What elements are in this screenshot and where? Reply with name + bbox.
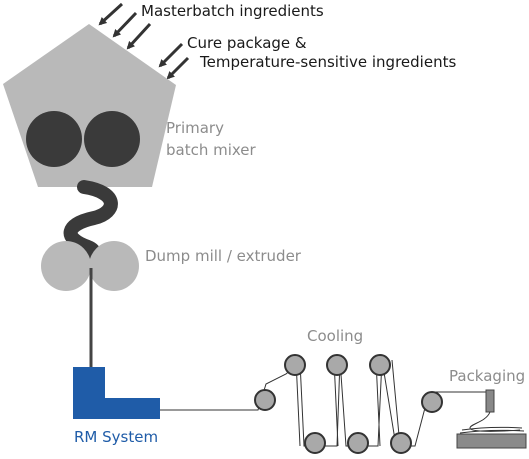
sheet-path-segment xyxy=(391,359,401,447)
arrow-icon xyxy=(126,22,152,50)
cooling-label: Cooling xyxy=(307,327,364,345)
cooling-roll xyxy=(326,354,348,376)
arrow-icon xyxy=(112,11,138,38)
cooling-rolls xyxy=(254,354,443,454)
cure-package-label: Cure package & xyxy=(187,34,307,52)
cooling-roll xyxy=(347,432,369,454)
cooling-roll xyxy=(421,391,443,413)
packaging-label: Packaging xyxy=(449,367,526,385)
cooling-roll xyxy=(284,354,306,376)
cure-arrows xyxy=(158,42,190,80)
masterbatch-arrows xyxy=(98,2,152,50)
packaging-head xyxy=(485,389,495,413)
arrow-icon xyxy=(98,2,124,26)
mill-roll-left xyxy=(41,241,91,291)
mill-roll-right xyxy=(89,241,139,291)
cooling-roll xyxy=(390,432,412,454)
mixer-label-line2: batch mixer xyxy=(166,141,256,159)
arrow-icon xyxy=(158,42,184,68)
packaging-sheet xyxy=(459,429,525,434)
arrow-icon xyxy=(166,56,190,80)
dump-mill-label: Dump mill / extruder xyxy=(145,247,301,265)
cooling-roll xyxy=(304,432,326,454)
mixer-rotor-left xyxy=(26,111,82,167)
packaging-sheet xyxy=(461,426,523,431)
rm-system-block xyxy=(73,367,160,419)
masterbatch-label: Masterbatch ingredients xyxy=(141,2,324,20)
packaging-pallet xyxy=(456,433,527,449)
cooling-roll xyxy=(369,354,391,376)
sheet-path xyxy=(160,359,488,447)
temperature-sensitive-label: Temperature-sensitive ingredients xyxy=(200,53,457,71)
mixer-label-line1: Primary xyxy=(166,119,224,137)
rm-system-label: RM System xyxy=(74,428,159,446)
packaging-sheet xyxy=(469,411,521,432)
mixer-rotor-right xyxy=(84,111,140,167)
cooling-roll xyxy=(254,389,276,411)
mixer-body xyxy=(3,24,176,187)
